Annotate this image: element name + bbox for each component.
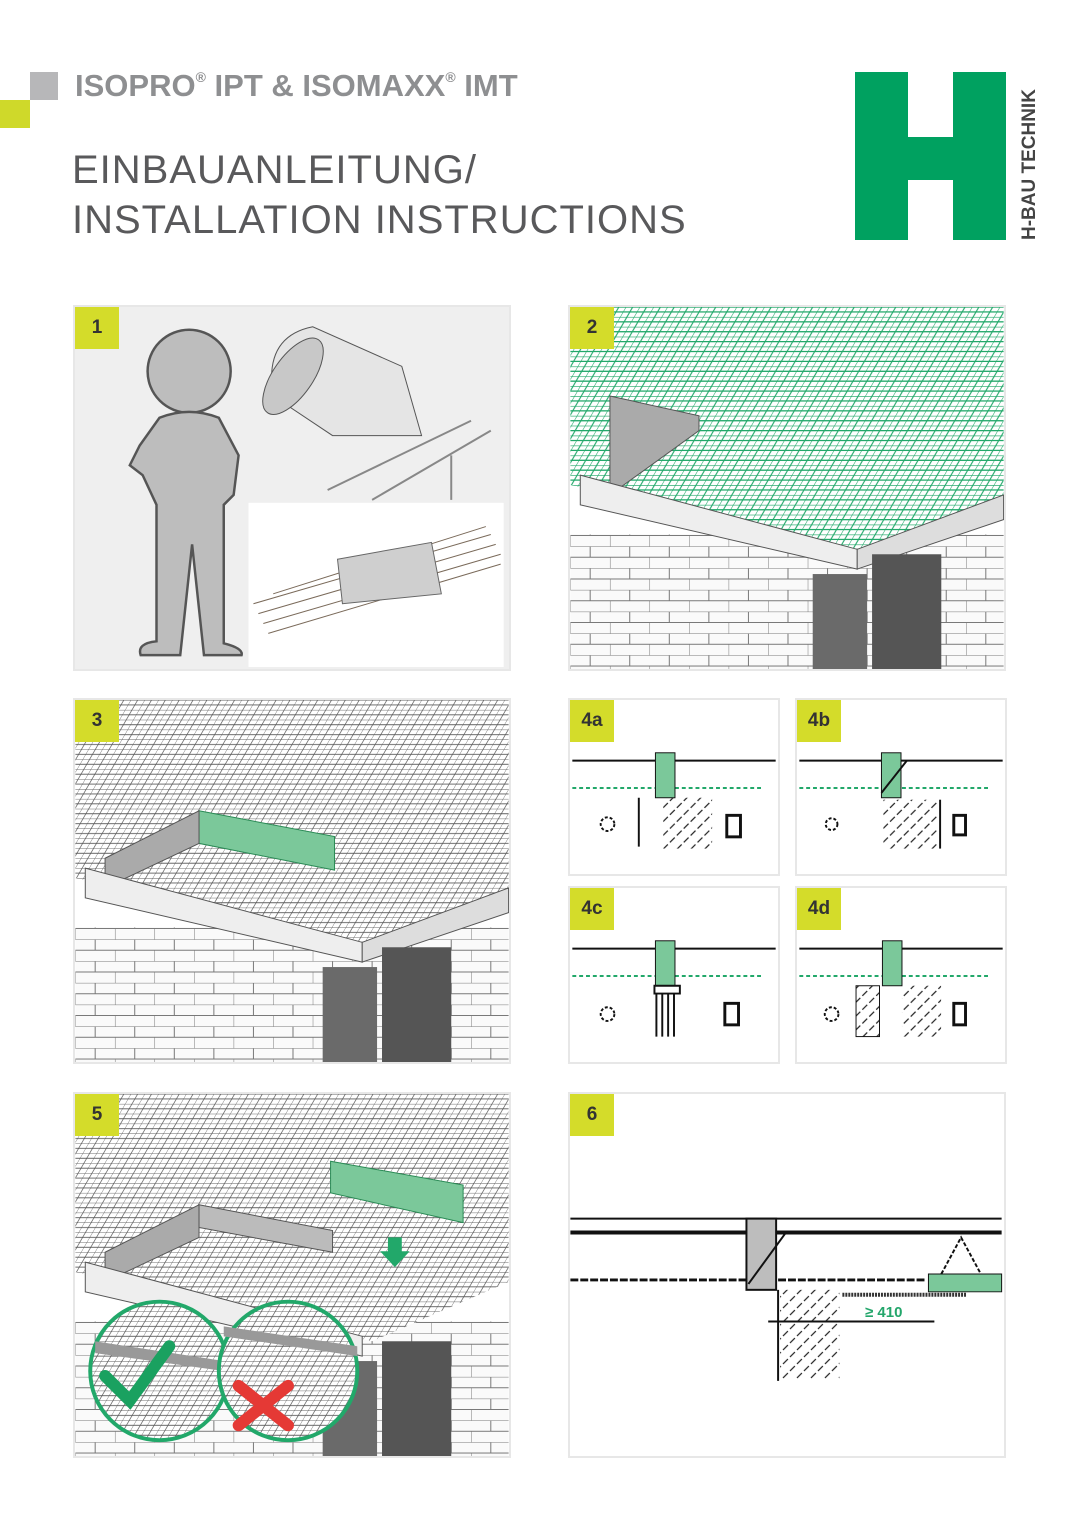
wrong-placement-circle (216, 1299, 360, 1443)
product-name-isopro: ISOPRO (75, 68, 196, 103)
step-badge: 1 (75, 307, 119, 349)
step-badge: 4a (570, 700, 614, 742)
product-line: ISOPRO® IPT & ISOMAXX® IMT (75, 68, 518, 104)
step-4a-detail (572, 752, 776, 849)
step-4a-panel: 4a (568, 698, 780, 876)
step-badge: 5 (75, 1094, 119, 1136)
step-badge: 3 (75, 700, 119, 742)
step-4c-panel: 4c (568, 886, 780, 1064)
step-4d-detail (799, 940, 1003, 1038)
step-badge: 4b (797, 700, 841, 742)
step-badge: 2 (570, 307, 614, 349)
step-badge: 4c (570, 888, 614, 930)
step-1-panel: 1 (73, 305, 511, 671)
step-5-panel: 5 (73, 1092, 511, 1458)
step-2-illustration (570, 307, 1004, 669)
step-3-illustration (75, 700, 509, 1062)
step-5-illustration (75, 1094, 509, 1456)
step-badge: 6 (570, 1094, 614, 1136)
registered-mark: ® (195, 69, 206, 85)
step-badge: 4d (797, 888, 841, 930)
registered-mark: ® (445, 69, 456, 85)
title-line-german: EINBAUANLEITUNG/ (72, 148, 477, 192)
lime-square-accent (0, 100, 30, 128)
step-3-panel: 3 (73, 698, 511, 1064)
product-name-imt: IMT (455, 68, 518, 103)
down-arrow-icon (380, 1237, 410, 1268)
title-line-english: INSTALLATION INSTRUCTIONS (72, 198, 687, 242)
dimension-label: ≥ 410 (865, 1304, 903, 1321)
svg-text:H-BAU TECHNIK: H-BAU TECHNIK (1019, 89, 1040, 240)
h-bau-logo: H-BAU TECHNIK (853, 72, 1043, 242)
product-name-isomaxx: IPT & ISOMAXX (205, 68, 446, 103)
step-4b-panel: 4b (795, 698, 1007, 876)
step-6-panel: 6 ≥ 410 (568, 1092, 1006, 1458)
grey-square-accent (30, 72, 58, 100)
step-1-illustration (128, 326, 504, 668)
step-4d-panel: 4d (795, 886, 1007, 1064)
step-4c-detail (572, 940, 776, 1037)
step-6-section-drawing (570, 1217, 1003, 1381)
cross-icon (232, 1379, 294, 1432)
step-2-panel: 2 (568, 305, 1006, 671)
check-icon (99, 1340, 176, 1410)
step-4b-detail (799, 752, 1003, 849)
page-title: EINBAUANLEITUNG/ INSTALLATION INSTRUCTIO… (72, 145, 687, 245)
correct-placement-circle (88, 1299, 231, 1443)
